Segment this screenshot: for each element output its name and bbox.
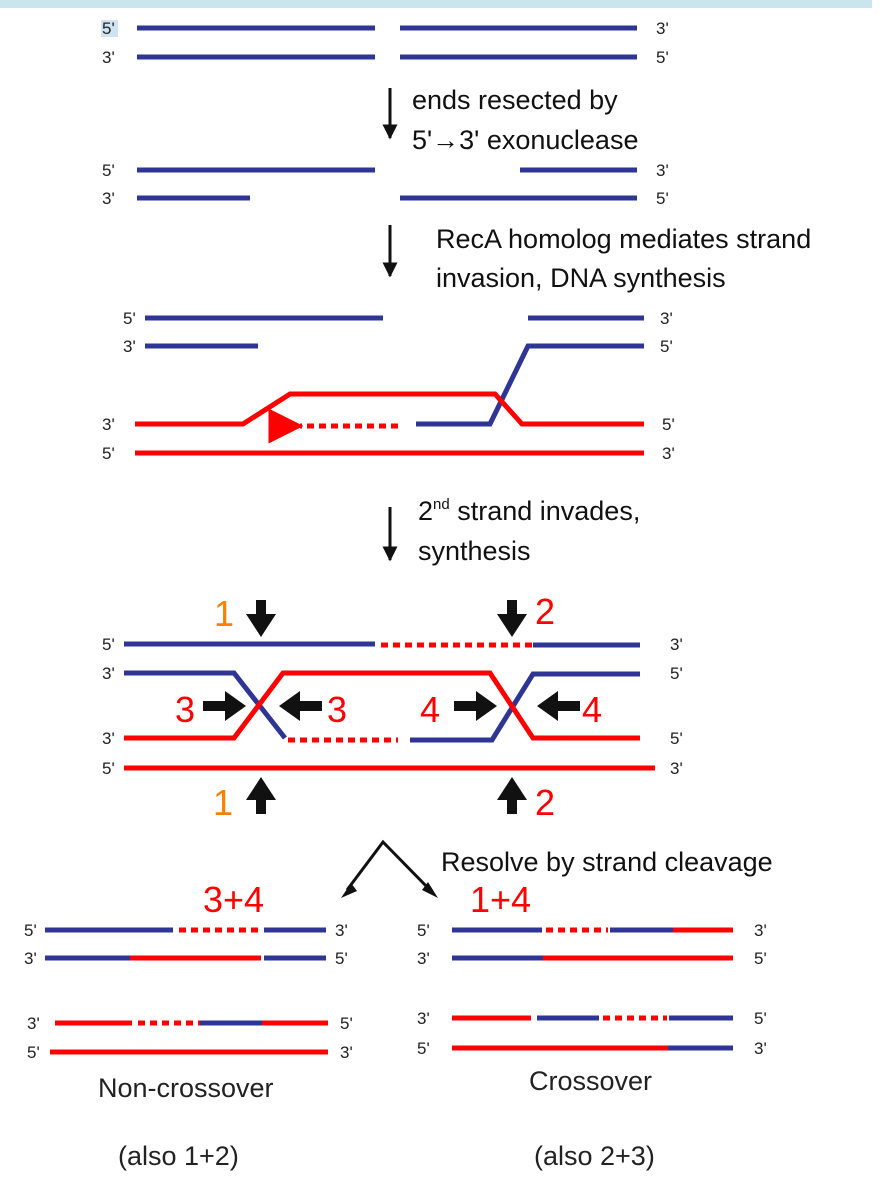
cleavage-arrow-right: [454, 691, 497, 721]
cleavage-arrow-down: [497, 600, 527, 637]
site-number-1: 1: [213, 782, 233, 823]
cleavage-arrow-right: [203, 691, 246, 721]
end-label: 5': [102, 161, 115, 180]
invading-strand: [416, 343, 644, 427]
cleavage-arrow-up: [246, 777, 276, 814]
cleavage-arrow-up: [497, 777, 527, 814]
noncrossover-sites: 3+4: [203, 879, 264, 920]
end-label: 5': [102, 444, 115, 463]
stage-resected-ends: [137, 167, 637, 201]
crossover-sites: 1+4: [470, 879, 531, 920]
end-label: 5': [417, 921, 430, 940]
step-resolve: Resolve by strand cleavage: [441, 847, 773, 877]
end-label: 3': [670, 635, 683, 654]
end-label: 3': [102, 664, 115, 683]
end-label: 3': [670, 759, 683, 778]
end-label: 3': [754, 921, 767, 940]
step-invade-line2: invasion, DNA synthesis: [436, 263, 726, 293]
noncrossover-product: [45, 927, 328, 1055]
end-label: 3': [102, 415, 115, 434]
end-label: 5': [662, 415, 675, 434]
end-label: 5': [102, 635, 115, 654]
end-label: 3': [417, 949, 430, 968]
crossover-label: Crossover: [529, 1066, 652, 1096]
step-resect-line2: 5'→3' exonuclease: [412, 125, 638, 155]
end-label: 5': [340, 1014, 353, 1033]
template-strand: [135, 391, 644, 427]
end-label: 3': [123, 337, 136, 356]
end-label: 3': [340, 1043, 353, 1062]
stage-broken-duplex: [137, 25, 637, 60]
step-invade-line1: RecA homolog mediates strand: [436, 224, 811, 254]
end-label: 3': [417, 1009, 430, 1028]
cleavage-arrows: [203, 600, 580, 814]
end-label: 5': [123, 309, 136, 328]
site-number-3: 3: [327, 689, 347, 730]
end-label: 5': [656, 189, 669, 208]
end-label: 3': [660, 309, 673, 328]
end-label: 3': [102, 48, 115, 67]
cleavage-arrow-down: [246, 600, 276, 637]
resolve-split-lines: [345, 839, 434, 894]
end-label: 3': [754, 1039, 767, 1058]
site-number-4: 4: [420, 689, 440, 730]
site-number-2: 2: [535, 782, 555, 823]
top-banner: [0, 0, 872, 8]
step-second-line1: 2nd strand invades,: [418, 496, 640, 526]
end-label: 5': [417, 1039, 430, 1058]
resolve-arrowhead-right: [422, 882, 438, 898]
site-number-4: 4: [582, 689, 602, 730]
stage-strand-invasion: [135, 315, 644, 456]
end-label: 5': [102, 759, 115, 778]
end-label: 3': [335, 921, 348, 940]
end-label: 3': [102, 189, 115, 208]
end-label: 5': [660, 337, 673, 356]
end-label: 3': [27, 1014, 40, 1033]
crossing-strand: [124, 670, 287, 740]
stage-double-holliday-junction: [124, 641, 655, 771]
end-label: 5': [754, 949, 767, 968]
end-label: 3': [656, 19, 669, 38]
crossover-product: [452, 927, 733, 1051]
crossing-strand: [124, 670, 640, 741]
cleavage-arrow-left: [537, 691, 580, 721]
end-label: 5': [24, 921, 37, 940]
end-label: 3': [656, 161, 669, 180]
noncrossover-alt: (also 1+2): [118, 1141, 239, 1171]
site-number-3: 3: [175, 689, 195, 730]
step-second-line2: synthesis: [418, 536, 531, 566]
end-label: 3': [662, 444, 675, 463]
end-label: 5': [335, 949, 348, 968]
step-resect-line1: ends resected by: [412, 85, 618, 115]
end-label: 3': [102, 729, 115, 748]
end-label: 5': [102, 19, 115, 38]
end-label: 5': [27, 1043, 40, 1062]
end-label: 5': [754, 1009, 767, 1028]
noncrossover-label: Non-crossover: [98, 1073, 274, 1103]
site-number-1: 1: [214, 593, 234, 634]
end-label: 5': [670, 664, 683, 683]
selection-highlight: [101, 20, 118, 37]
end-label: 3': [24, 949, 37, 968]
cleavage-arrow-left: [279, 691, 322, 721]
crossover-alt: (also 2+3): [534, 1141, 655, 1171]
site-number-2: 2: [535, 591, 555, 632]
end-label: 5': [670, 729, 683, 748]
end-label: 5': [656, 48, 669, 67]
resolve-arrowhead-left: [341, 883, 357, 898]
